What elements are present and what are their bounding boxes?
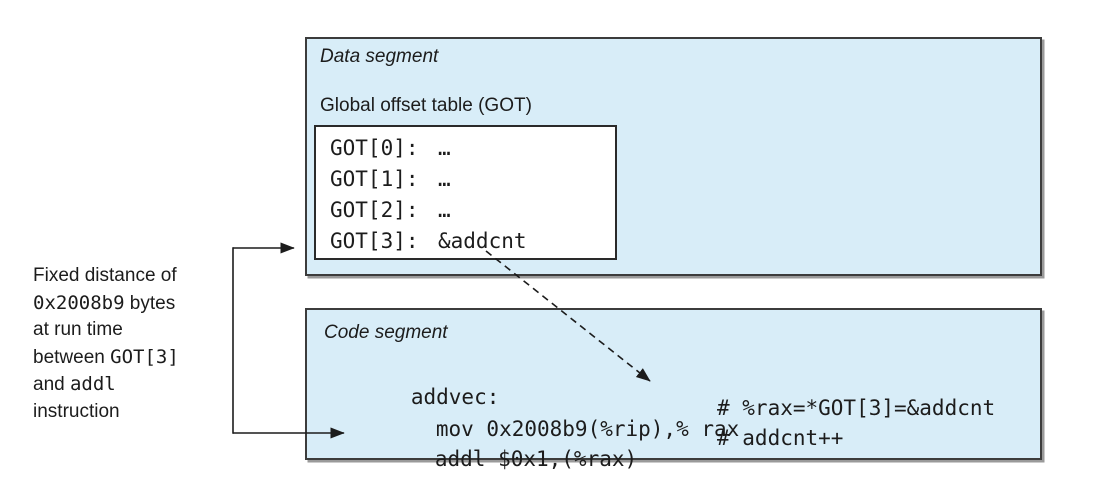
got-table: GOT[0]: … GOT[1]: … GOT[2]: … GOT[3]: &a… (314, 125, 617, 260)
got-entry-label: GOT[0]: (330, 136, 419, 160)
code-line-addvec-label: addvec: (335, 366, 500, 429)
annotation-text: at run time (33, 319, 123, 340)
annotation-line: 0x2008b9 bytes (33, 290, 179, 318)
code-segment-title: Code segment (324, 322, 448, 343)
annotation-text: instruction (33, 400, 120, 422)
code-segment-box: Code segment addvec: mov 0x2008b9(%rip),… (305, 308, 1042, 470)
annotation-text: bytes (124, 292, 176, 314)
asm-comment: # %rax=*GOT[3]=&addcnt (717, 396, 996, 420)
asm-instruction: mov 0x2008b9(%rip),% rax (435, 417, 740, 441)
got-entry-label: GOT[3]: (330, 229, 419, 253)
annotation-text: between (33, 346, 111, 368)
annotation-line: Fixed distance of (33, 263, 179, 290)
asm-instruction: addl $0x1,(%rax) (434, 447, 638, 471)
annotation-line: instruction (33, 399, 179, 426)
annotation-code-got3: GOT[3] (110, 345, 179, 368)
asm-comment: # addcnt++ (717, 426, 844, 450)
annotation-line: between GOT[3] (33, 344, 179, 372)
annotation-text: Fixed distance of (33, 265, 177, 286)
got-row-2: GOT[2]: … (316, 195, 615, 226)
annotation-text: and (33, 374, 70, 395)
code-line-mov: mov 0x2008b9(%rip),% rax # %rax=*GOT[3]=… (360, 398, 1040, 478)
annotation-code-offset: 0x2008b9 (33, 291, 125, 314)
got-entry-value: … (438, 198, 451, 222)
code-line-addl: addl $0x1,(%rax) # addcnt++ (359, 428, 1039, 478)
got-entry-value: &addcnt (438, 229, 527, 253)
got-entry-value: … (438, 167, 451, 191)
annotation-line: at run time (33, 317, 179, 344)
fixed-distance-annotation: Fixed distance of 0x2008b9 bytes at run … (33, 263, 179, 425)
got-row-1: GOT[1]: … (316, 164, 615, 195)
annotation-line: and addl (33, 371, 179, 399)
data-segment-title: Data segment (320, 46, 439, 67)
got-table-caption: Global offset table (GOT) (320, 95, 532, 116)
got-entry-label: GOT[2]: (330, 198, 419, 222)
data-segment-box: Data segment Global offset table (GOT) G… (305, 37, 1042, 276)
got-entry-value: … (438, 136, 451, 160)
asm-label: addvec: (410, 385, 500, 409)
got-row-0: GOT[0]: … (316, 133, 615, 164)
got-row-3: GOT[3]: &addcnt (316, 226, 615, 257)
got-entry-label: GOT[1]: (330, 167, 419, 191)
annotation-code-addl: addl (69, 373, 116, 395)
